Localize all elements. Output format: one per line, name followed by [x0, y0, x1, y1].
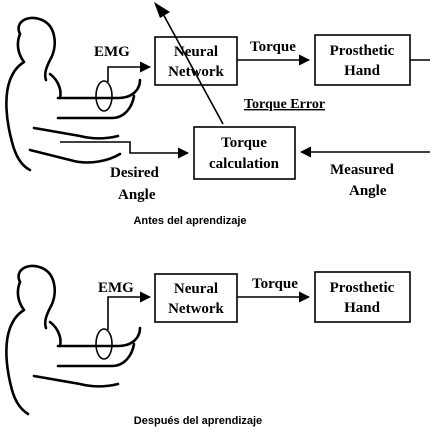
torque-label: Torque	[250, 39, 296, 55]
caption-before: Antes del aprendizaje	[133, 215, 246, 227]
prosthetic-hand-line2: Hand	[344, 300, 381, 316]
emg-connector	[107, 291, 152, 330]
neural-network-box: Neural Network	[154, 36, 238, 86]
emg-electrode	[95, 328, 113, 360]
desired-angle-arrow	[60, 141, 190, 159]
panel-before-learning: EMG Neural Network Torque Prosthetic Han…	[5, 2, 430, 227]
person-figure	[5, 264, 142, 416]
torque-calculation-box: Torque calculation	[193, 126, 296, 180]
emg-label: EMG	[94, 44, 130, 60]
prosthetic-hand-line1: Prosthetic	[330, 43, 395, 59]
prosthetic-hand-box: Prosthetic Hand	[314, 271, 411, 323]
measured-angle-line1: Measured	[330, 162, 395, 178]
torque-calculation-line2: calculation	[209, 156, 280, 172]
prosthetic-hand-box: Prosthetic Hand	[314, 34, 411, 86]
emg-electrode	[95, 80, 113, 112]
prosthetic-hand-line1: Prosthetic	[330, 280, 395, 296]
prosthetic-hand-line2: Hand	[344, 63, 381, 79]
torque-error-arrowhead	[154, 2, 170, 18]
neural-network-line2: Network	[168, 301, 224, 317]
emg-connector	[107, 61, 152, 82]
torque-calculation-line1: Torque	[221, 135, 267, 151]
neural-network-line1: Neural	[174, 281, 218, 297]
neural-network-line2: Network	[168, 64, 224, 80]
torque-error-arrow	[161, 11, 224, 125]
caption-after: Después del aprendizaje	[134, 415, 262, 427]
neural-network-line1: Neural	[174, 44, 218, 60]
emg-label: EMG	[98, 280, 134, 296]
panel-after-learning: EMG Neural Network Torque Prosthetic Han…	[5, 264, 411, 427]
torque-error-label: Torque Error	[244, 97, 325, 112]
desired-angle-line2: Angle	[118, 187, 156, 203]
measured-angle-line2: Angle	[349, 183, 387, 199]
torque-label: Torque	[252, 276, 298, 292]
neural-network-box: Neural Network	[154, 273, 238, 323]
desired-angle-line1: Desired	[110, 165, 160, 181]
person-figure	[5, 16, 142, 172]
